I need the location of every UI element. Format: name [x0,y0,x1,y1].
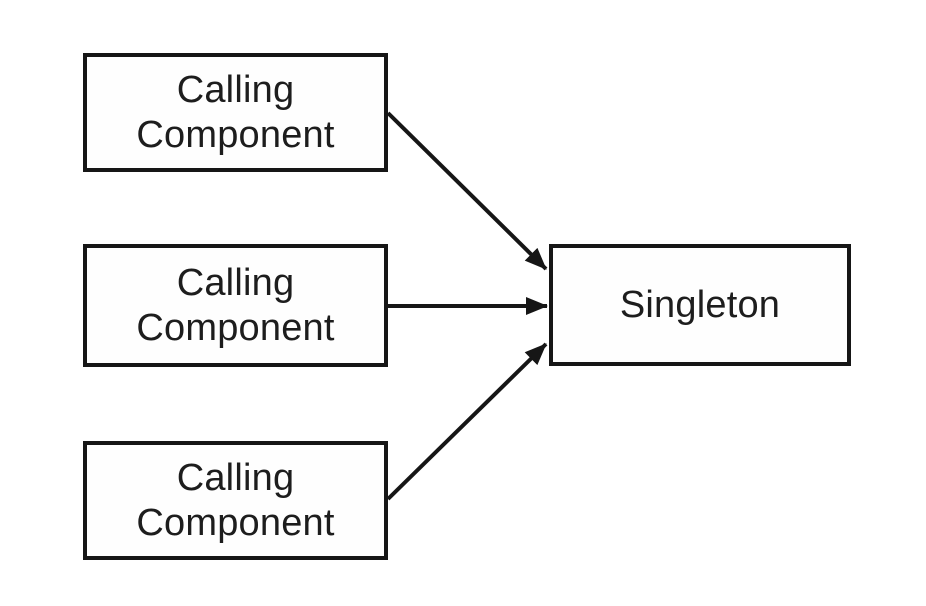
arrow-calling-1-to-singleton [386,111,548,271]
node-calling-component-2: Calling Component [83,244,388,367]
node-calling-component-3: Calling Component [83,441,388,560]
node-calling-component-1-label: Calling Component [136,68,335,156]
node-singleton: Singleton [549,244,851,366]
node-calling-component-1: Calling Component [83,53,388,172]
node-calling-component-2-label: Calling Component [136,261,335,349]
node-singleton-label: Singleton [619,283,781,326]
node-calling-component-3-label: Calling Component [136,456,335,544]
arrow-calling-3-to-singleton [386,342,548,501]
